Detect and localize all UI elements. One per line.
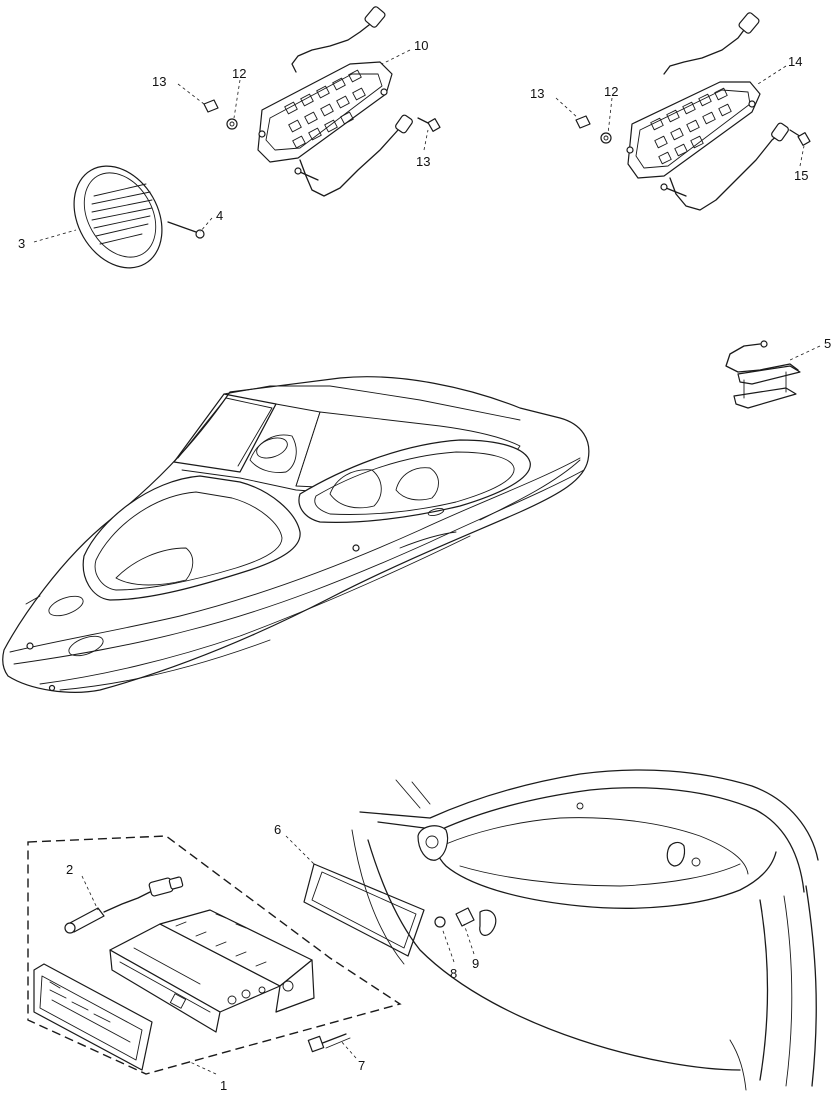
speaker-grille-icon xyxy=(73,165,205,269)
callout-5: 5 xyxy=(824,336,831,351)
screw-item-7 xyxy=(307,1033,351,1053)
callout-15: 15 xyxy=(794,168,808,183)
callout-2: 2 xyxy=(66,862,73,877)
callout-12b: 12 xyxy=(604,84,618,99)
hardware-left xyxy=(203,99,441,132)
hardware-right xyxy=(575,115,612,144)
callout-13c: 13 xyxy=(530,86,544,101)
callout-8: 8 xyxy=(450,966,457,981)
boat-hull-icon xyxy=(2,376,590,693)
callout-9: 9 xyxy=(472,956,479,971)
callout-13b: 13 xyxy=(416,154,430,169)
callout-1: 1 xyxy=(220,1078,227,1093)
fasteners-8-9 xyxy=(434,907,497,936)
callout-14: 14 xyxy=(788,54,802,69)
callout-3: 3 xyxy=(18,236,25,251)
mounting-gasket-icon xyxy=(303,863,425,957)
callout-4: 4 xyxy=(216,208,223,223)
callout-12a: 12 xyxy=(232,66,246,81)
callout-7: 7 xyxy=(358,1058,365,1073)
dash-panel-view xyxy=(351,769,819,1091)
switch-panel-left xyxy=(257,6,413,197)
callout-13a: 13 xyxy=(152,74,166,89)
faceplate-icon xyxy=(33,963,153,1071)
connector-item-5 xyxy=(725,340,801,409)
wire-harness-icon xyxy=(64,876,184,934)
leader-lines xyxy=(33,49,821,1075)
stereo-receiver-icon xyxy=(109,909,315,1033)
stereo-kit-group xyxy=(27,835,402,1075)
callout-labels: 13 12 10 13 3 4 13 12 14 15 5 6 2 8 9 7 … xyxy=(18,38,831,1093)
callout-10: 10 xyxy=(414,38,428,53)
switch-panel-right xyxy=(626,12,811,211)
callout-6: 6 xyxy=(274,822,281,837)
